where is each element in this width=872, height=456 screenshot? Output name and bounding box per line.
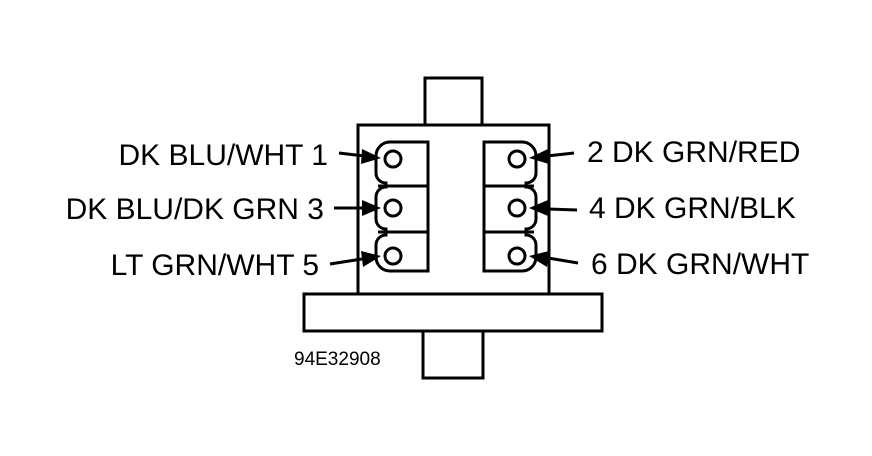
pin-4-arrow [529,200,578,216]
pin-6-arrow [529,251,579,267]
pin-1-arrow [338,149,381,164]
pin-3-terminal [383,198,403,218]
figure-id: 94E32908 [294,349,381,370]
pin-6-terminal [507,246,527,266]
pin-2-label: 2 DK GRN/RED [587,136,800,169]
pin-2-terminal [507,149,527,169]
pin-5-label: LT GRN/WHT 5 [111,249,319,282]
pin-2-arrow [529,149,575,164]
pin-4-label: 4 DK GRN/BLK [589,192,796,225]
pin-5-arrow [329,251,381,267]
pin-1-label: DK BLU/WHT 1 [119,139,329,172]
pin-1-terminal [383,149,403,169]
connector-bottom-stub [421,328,485,380]
pin-6-label: 6 DK GRN/WHT [591,248,809,281]
pin-3-arrow [334,200,381,216]
pin-4-terminal [507,198,527,218]
connector-flange [302,292,604,333]
connector-top-stub [423,76,484,130]
pin-5-terminal [383,246,403,266]
pin-3-label: DK BLU/DK GRN 3 [66,193,324,226]
